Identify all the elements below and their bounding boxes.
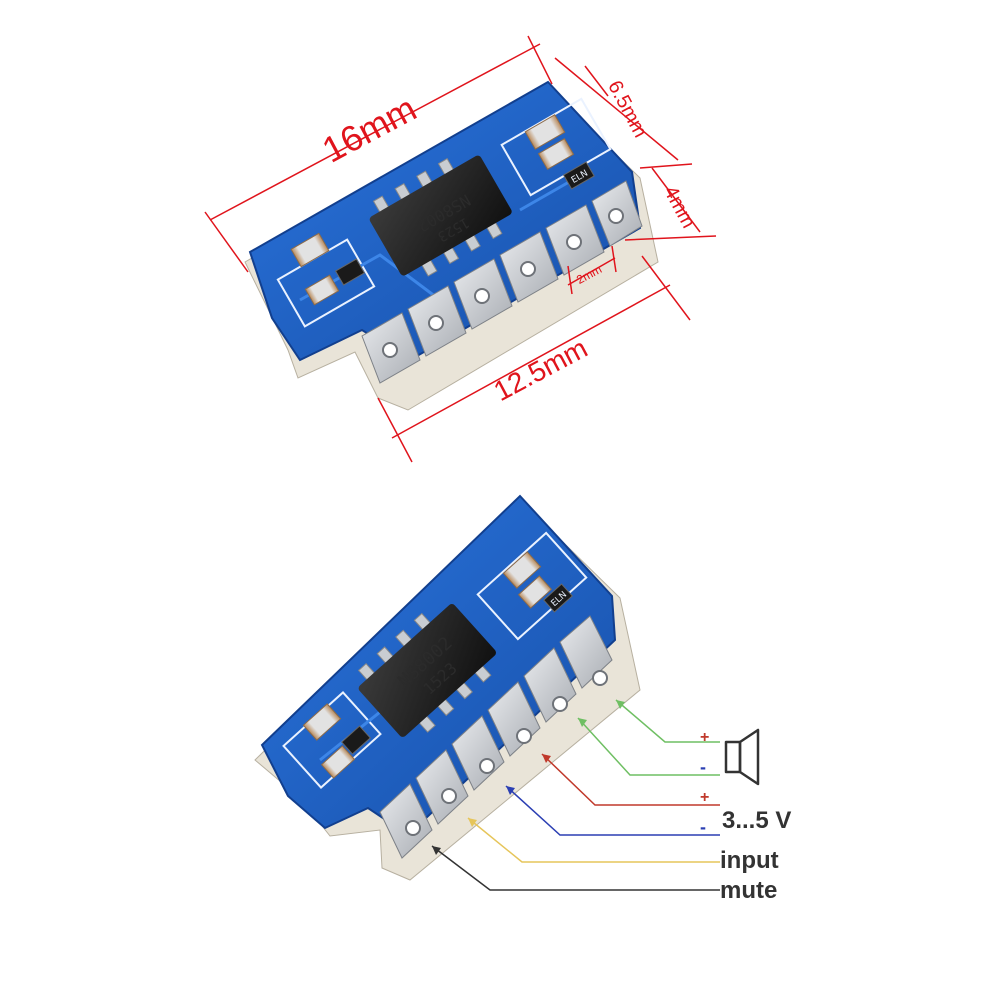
top-ic-body [369,155,512,276]
leader-supply-minus [505,785,720,836]
top-resistor: ELN [562,161,595,190]
top-capacitor [304,274,340,306]
bottom-ic-body [358,604,496,737]
top-pin-pad [407,285,467,357]
top-pin-pads [361,180,643,384]
pin-pad-speaker-plus [559,615,613,689]
top-pin-pad [453,258,513,330]
label-input: input [720,847,779,874]
top-dimension-lines [204,35,717,463]
top-capacitor [524,114,566,150]
top-module: NS8002 1523 ELN [204,35,717,463]
top-capacitor [290,232,330,268]
bottom-capacitor [502,551,542,589]
label-supply-plus: + [700,789,709,806]
dim-height-top-label: 6.5mm [603,77,651,141]
top-pin-pad [361,312,421,384]
bottom-resistor [341,725,371,755]
leader-speaker-minus [577,717,720,776]
bottom-pin-pads [379,615,613,859]
pin-pad-input [415,749,469,825]
pin-pad-speaker-minus [523,647,577,723]
bottom-capacitor [517,575,553,609]
speaker-icon [724,728,760,786]
top-pin-pad [499,231,559,303]
pin-pad-supply-plus [487,681,541,757]
bottom-module: NS8002 1523 ELN [254,494,791,904]
pinout-arrowheads [432,700,625,855]
top-pin-pad [591,180,643,247]
label-speaker-plus: + [700,729,709,746]
pin-pad-supply-minus [451,715,505,791]
label-speaker-minus: - [700,757,706,777]
pinout-leaders [431,699,720,891]
pin-pad-mute [379,783,433,859]
leader-mute [431,845,720,891]
leader-input [467,817,720,863]
label-mute: mute [720,877,777,904]
leader-supply-plus [541,753,720,806]
top-capacitor [537,138,575,170]
bottom-capacitor [320,745,356,779]
leader-speaker-plus [615,699,720,743]
label-supply-voltage: 3...5 V [722,807,791,834]
top-pin-pad [545,204,605,276]
label-supply-minus: - [700,817,706,837]
bottom-capacitor [302,703,342,741]
top-resistor [334,258,366,286]
dim-width-total-label: 16mm [315,87,423,170]
bottom-ic-chip: NS8002 1523 [357,604,496,737]
top-ic-chip: NS8002 1523 [369,155,512,277]
dim-height-pins-label: 4mm [659,182,699,232]
